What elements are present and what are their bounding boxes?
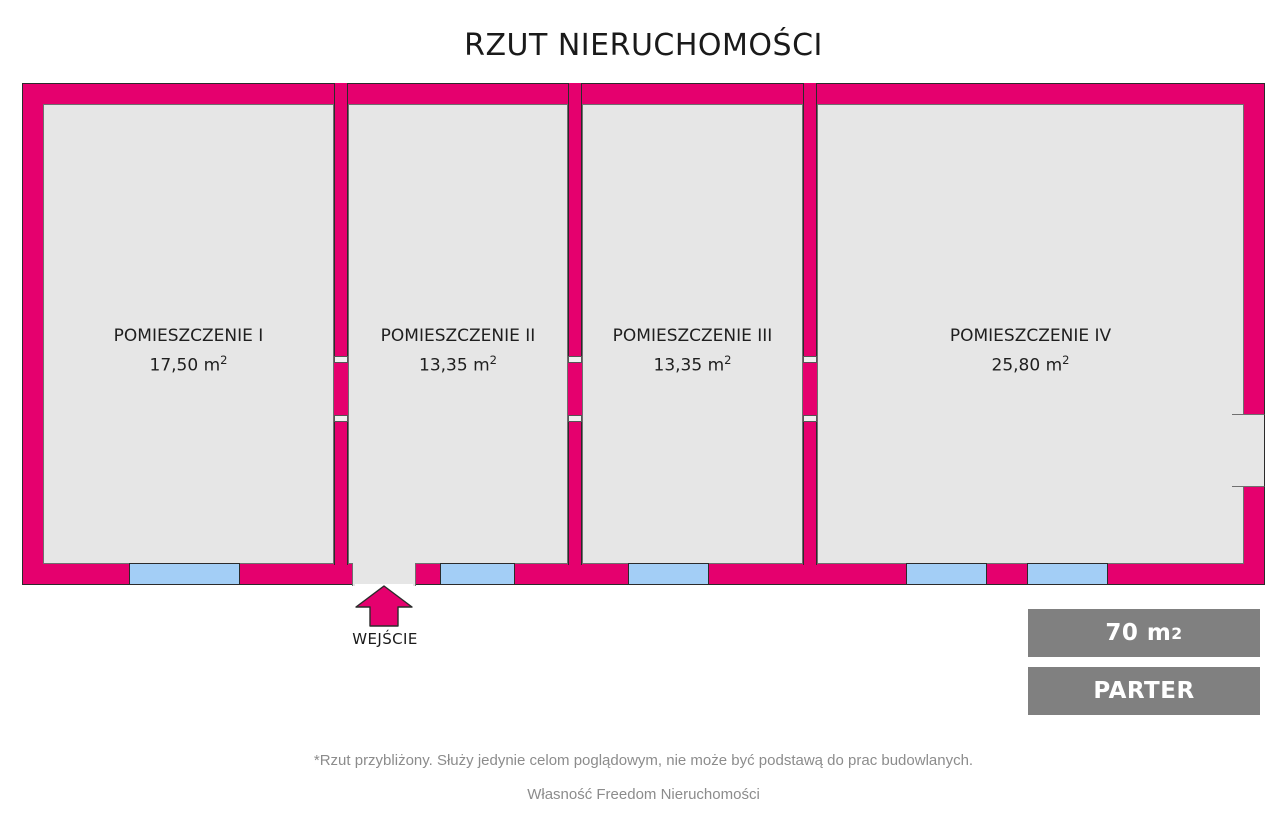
room-area-2 xyxy=(348,104,568,564)
partition-wall-3-lower xyxy=(803,415,817,565)
room-area-number-1: 17,50 m xyxy=(149,355,221,376)
arrow-up-icon xyxy=(355,585,413,627)
entrance-label: WEJŚCIE xyxy=(352,630,418,648)
page-title: RZUT NIERUCHOMOŚCI xyxy=(464,28,823,63)
room-area-number-4: 25,80 m xyxy=(991,355,1063,376)
room-name-3: POMIESZCZENIE III xyxy=(612,326,773,346)
door-jamb-3-upper xyxy=(803,356,817,363)
room-label-3: POMIESZCZENIE III 13,35 m2 xyxy=(582,324,803,378)
room-area-number-2: 13,35 m xyxy=(419,355,490,376)
ownership-text: Własność Freedom Nieruchomości xyxy=(527,786,760,803)
floor-level-badge: PARTER xyxy=(1028,667,1260,715)
right-wall-opening xyxy=(1232,414,1265,487)
room-area-number-3: 13,35 m xyxy=(653,355,725,376)
room-area-exponent-2: 2 xyxy=(489,353,497,367)
window-3 xyxy=(628,563,709,585)
partition-wall-1-lower xyxy=(334,415,348,565)
room-label-2: POMIESZCZENIE II 13,35 m2 xyxy=(348,324,568,378)
room-area-exponent-3: 2 xyxy=(724,353,732,367)
partition-wall-1-upper xyxy=(334,83,348,362)
door-jamb-3-lower xyxy=(803,415,817,422)
room-area-4 xyxy=(817,104,1244,564)
room-name-1: POMIESZCZENIE I xyxy=(113,326,264,346)
room-area-value-1: 17,50 m2 xyxy=(43,348,334,378)
room-name-2: POMIESZCZENIE II xyxy=(380,326,536,346)
partition-wall-2-upper xyxy=(568,83,582,362)
total-area-exponent: 2 xyxy=(1171,623,1183,643)
window-2 xyxy=(440,563,515,585)
room-name-4: POMIESZCZENIE IV xyxy=(949,326,1112,346)
disclaimer-text: *Rzut przybliżony. Służy jedynie celom p… xyxy=(313,752,974,769)
total-area-value: 70 m xyxy=(1105,620,1172,646)
room-label-1: POMIESZCZENIE I 17,50 m2 xyxy=(43,324,334,378)
room-area-exponent-1: 2 xyxy=(220,353,228,367)
floor-plan: POMIESZCZENIE I 17,50 m2 POMIESZCZENIE I… xyxy=(22,83,1265,648)
window-4 xyxy=(906,563,987,585)
room-label-4: POMIESZCZENIE IV 25,80 m2 xyxy=(817,324,1244,378)
door-jamb-1-upper xyxy=(334,356,348,363)
partition-wall-2-lower xyxy=(568,415,582,565)
door-jamb-1-lower xyxy=(334,415,348,422)
room-area-value-3: 13,35 m2 xyxy=(582,348,803,378)
window-1 xyxy=(129,563,240,585)
room-area-value-4: 25,80 m2 xyxy=(817,348,1244,378)
room-area-3 xyxy=(582,104,803,564)
door-jamb-2-upper xyxy=(568,356,582,363)
window-5 xyxy=(1027,563,1108,585)
partition-wall-3-upper xyxy=(803,83,817,362)
room-area-value-2: 13,35 m2 xyxy=(348,348,568,378)
entrance-door-gap xyxy=(352,563,416,586)
room-area-exponent-4: 2 xyxy=(1062,353,1070,367)
door-jamb-2-lower xyxy=(568,415,582,422)
